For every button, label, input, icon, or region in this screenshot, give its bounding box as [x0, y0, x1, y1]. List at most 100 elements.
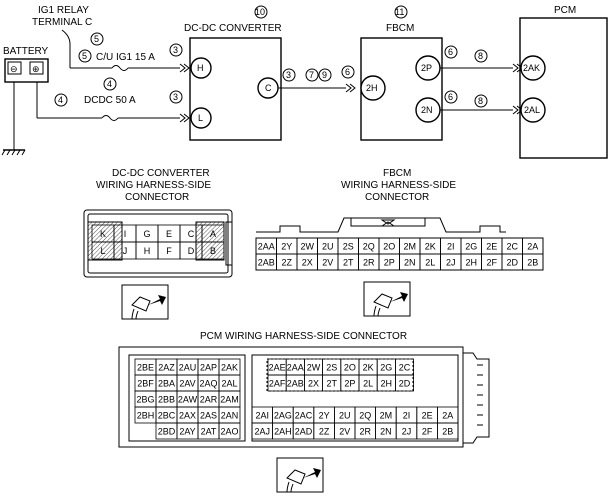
pin-label: 2C: [506, 242, 518, 252]
pin-label: 2Y: [319, 411, 330, 421]
pin-label: 2AW: [178, 395, 198, 405]
callout-6-2h-text: 6: [345, 67, 350, 77]
battery-box: [4, 58, 49, 83]
pin-label: 2AA: [287, 363, 304, 373]
pin-label: 2S: [343, 242, 354, 252]
pin-label: 2F: [486, 258, 497, 268]
battery-neg-sign: ⊖: [10, 64, 18, 74]
terminal-2al-label: 2AL: [524, 105, 540, 115]
pin-cell: [201, 241, 225, 260]
terminal-2n-label: 2N: [421, 105, 433, 115]
pin-label: 2A: [527, 242, 538, 252]
pcm-connector-title: PCM WIRING HARNESS-SIDE CONNECTOR: [200, 331, 407, 342]
callout-8-2n-text: 8: [478, 96, 483, 106]
callout-6-2n: [444, 90, 458, 104]
callout-7: [305, 68, 319, 82]
terminal-c-label-pin: C: [265, 83, 272, 93]
pin-cell: [394, 374, 414, 392]
pin-label: 2K: [363, 363, 374, 373]
l-connector-mark: [179, 113, 190, 123]
callout-11-text: 11: [395, 7, 404, 17]
pin-label: 2K: [425, 242, 436, 252]
pin-label: 2AJ: [255, 427, 271, 437]
pin-label: 2D: [399, 379, 411, 389]
callout-4-left-text: 4: [58, 95, 63, 105]
pin-label: 2M: [403, 242, 416, 252]
callout-4-top: [103, 77, 117, 91]
callout-6-2n-text: 6: [448, 92, 453, 102]
terminal-h-label: H: [197, 63, 204, 73]
pcm-box: [519, 17, 608, 159]
pin-label: 2I: [403, 411, 411, 421]
pin-label: D: [188, 246, 195, 256]
pin-label: 2BD: [158, 427, 176, 437]
pin-label: 2Z: [281, 258, 292, 268]
callout-8-2p-text: 8: [478, 51, 483, 61]
terminal-2h-label: 2H: [366, 83, 378, 93]
battery-neg-terminal: [7, 61, 22, 75]
pin-label: K: [100, 229, 106, 239]
pin-label: 2O: [344, 363, 356, 373]
pin-cell: [436, 422, 459, 440]
pin-label: 2AF: [269, 379, 286, 389]
ig1-relay-label: IG1 RELAY: [38, 5, 89, 16]
callout-6-2p-text: 6: [448, 47, 453, 57]
pin-label: 2Z: [319, 427, 330, 437]
pin-label: 2AY: [179, 427, 195, 437]
relay-leader-line: [61, 29, 71, 45]
pin-label: 2U: [339, 411, 351, 421]
pin-label: E: [166, 229, 172, 239]
pin-label: 2AV: [179, 379, 195, 389]
pin-label: 2G: [380, 363, 392, 373]
pin-label: 2R: [363, 258, 375, 268]
pin-label: 2AC: [295, 411, 313, 421]
pin-label: I: [124, 229, 127, 239]
dcdc-connector-title-2: WIRING HARNESS-SIDE: [96, 180, 211, 191]
callout-5-left-text: 5: [82, 51, 87, 61]
pin-label: 2BH: [137, 411, 155, 421]
pin-label: 2F: [422, 427, 433, 437]
pin-label: 2B: [442, 427, 453, 437]
terminal-l-label: L: [198, 113, 203, 123]
pin-label: 2AM: [220, 395, 239, 405]
pin-label: 2E: [486, 242, 497, 252]
pin-label: 2H: [465, 258, 477, 268]
pin-label: 2AS: [200, 411, 217, 421]
pin-label: F: [166, 246, 172, 256]
harness-connector-icon: [363, 281, 411, 317]
pin-label: 2AB: [287, 379, 304, 389]
terminal-2al: [520, 97, 546, 123]
pin-label: 2B: [527, 258, 538, 268]
pin-cell: [522, 253, 544, 271]
pin-label: 2M: [380, 411, 393, 421]
pin-label: 2O: [383, 242, 395, 252]
pin-label: L: [100, 246, 105, 256]
pin-label: 2P: [384, 258, 395, 268]
pin-label: 2AA: [258, 242, 275, 252]
fbcm-connector-title-2: WIRING HARNESS-SIDE: [341, 180, 456, 191]
callout-4-top-text: 4: [107, 79, 112, 89]
callout-3-c: [282, 68, 296, 82]
callout-10-text: 10: [255, 7, 265, 17]
pin-label: 2V: [322, 258, 333, 268]
h-connector-mark: [179, 63, 190, 73]
terminal-2ak: [520, 55, 546, 81]
pin-label: 2BA: [158, 379, 175, 389]
pin-label: 2BB: [158, 395, 175, 405]
pin-label: 2E: [422, 411, 433, 421]
callout-5-top: [90, 32, 104, 46]
pin-cell: [218, 422, 241, 440]
fbcm-title: FBCM: [386, 23, 414, 34]
pin-label: B: [210, 246, 216, 256]
battery-label: BATTERY: [3, 46, 49, 57]
pin-label: 2AQ: [199, 379, 217, 389]
pin-label: 2BC: [158, 411, 176, 421]
dcdc-fuse-label: DCDC 50 A: [84, 95, 136, 106]
pin-label: 2X: [308, 379, 319, 389]
callout-8-2n: [474, 94, 488, 108]
pin-label: 2AT: [201, 427, 217, 437]
pin-label: 2U: [322, 242, 334, 252]
pin-label: G: [143, 229, 150, 239]
